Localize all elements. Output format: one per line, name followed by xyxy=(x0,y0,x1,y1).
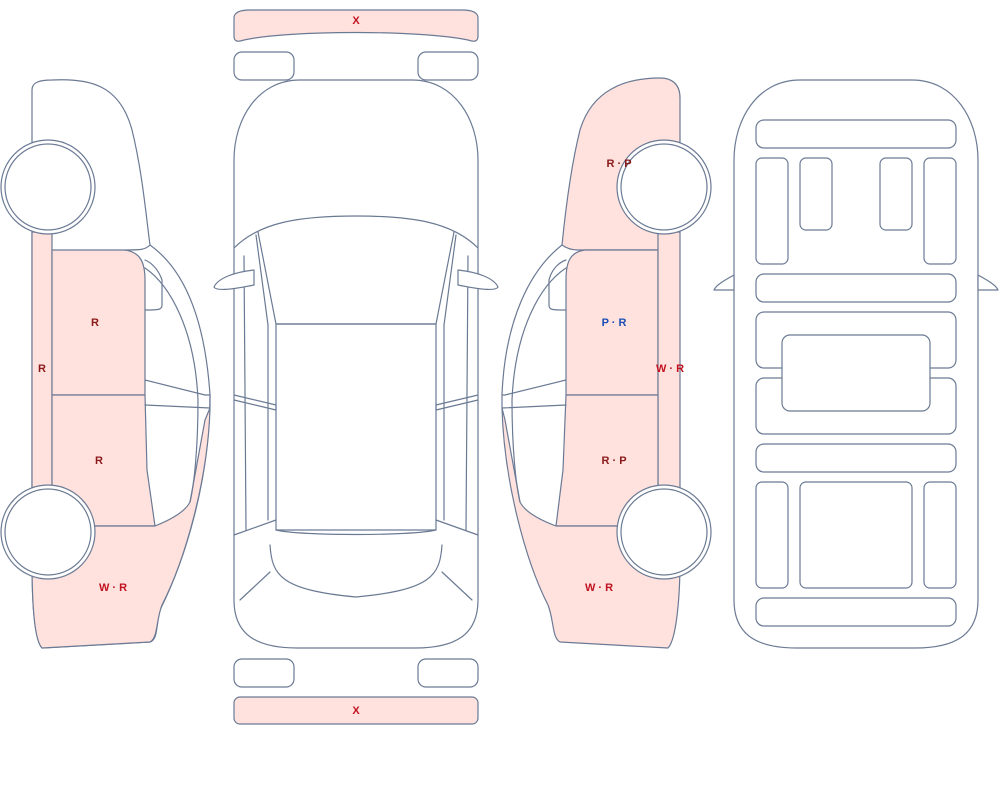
underside-panel-rear xyxy=(755,597,957,627)
left-rear-wheel[interactable] xyxy=(4,488,92,576)
left-rocker-code: R xyxy=(38,363,46,375)
right-rear-door-code: R · P xyxy=(601,455,626,467)
right-front-door-code-sep: · xyxy=(609,317,619,329)
right-front-door[interactable] xyxy=(565,249,659,396)
underside-view xyxy=(713,79,999,649)
right-front-fender-code: R · P xyxy=(606,158,631,170)
right-rear-wheel[interactable] xyxy=(620,488,708,576)
right-mirror[interactable] xyxy=(457,269,499,291)
rear-bumper-code: X xyxy=(352,705,360,717)
right-rocker-panel[interactable] xyxy=(657,231,681,491)
left-front-wheel[interactable] xyxy=(4,143,92,231)
top-view: X X xyxy=(213,9,499,725)
left-mirror[interactable] xyxy=(213,269,255,291)
right-front-wheel[interactable] xyxy=(620,143,708,231)
left-rear-door-code: R xyxy=(95,455,103,467)
rear-right-taillight xyxy=(417,658,479,688)
right-front-door-code-p: P xyxy=(602,317,609,329)
right-rocker-code: W · R xyxy=(656,363,684,375)
left-window-outline xyxy=(144,267,199,503)
left-side-view: R R R W · R xyxy=(0,79,211,649)
front-bumper-code: X xyxy=(352,15,360,27)
roof-panel xyxy=(275,323,437,531)
left-rocker-panel[interactable] xyxy=(31,231,53,491)
left-rear-quarter-panel[interactable] xyxy=(31,407,211,649)
right-rear-quarter-panel[interactable] xyxy=(501,407,681,649)
right-side-view: R · P P · R W · R R · P W · R xyxy=(501,77,712,649)
front-right-headlight xyxy=(417,51,479,81)
underside-panel-center xyxy=(781,334,931,412)
front-bumper[interactable] xyxy=(233,9,479,42)
top-view-body-outline xyxy=(233,79,479,649)
underside-panel-front xyxy=(755,119,957,149)
left-front-door-code: R xyxy=(91,317,99,329)
right-front-door-code: P · R xyxy=(602,317,627,329)
front-left-headlight xyxy=(233,51,295,81)
right-rear-quarter-code: W · R xyxy=(585,582,613,594)
right-front-door-code-r: R xyxy=(618,317,626,329)
rear-bumper[interactable] xyxy=(233,696,479,725)
left-rear-quarter-code: W · R xyxy=(99,582,127,594)
rear-left-taillight xyxy=(233,658,295,688)
